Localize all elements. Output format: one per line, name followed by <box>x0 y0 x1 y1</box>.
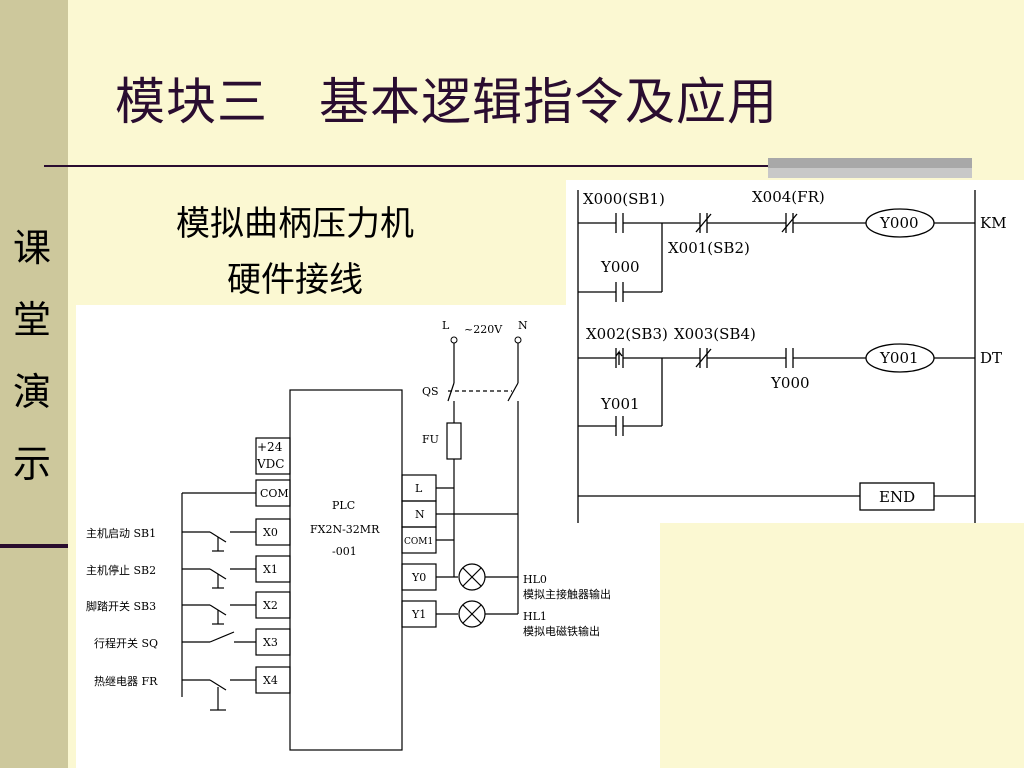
lamp-desc-label: 模拟电磁铁输出 <box>523 624 600 638</box>
output-terminal-label: Y0 <box>411 571 426 584</box>
input-terminal-label: X4 <box>263 674 278 687</box>
input-terminal-label: X3 <box>263 636 278 649</box>
end-label: END <box>879 488 915 506</box>
contact-label: X002(SB3) <box>586 325 668 343</box>
sidebar-char: 演 <box>12 370 51 414</box>
sidebar-char: 课 <box>12 226 51 270</box>
contact-label: X003(SB4) <box>674 325 756 343</box>
input-device-label: 主机停止 SB2 <box>86 563 156 577</box>
caption-line: 模拟曲柄压力机 <box>176 204 414 244</box>
sidebar-label: 课 堂 演 示 <box>12 212 52 500</box>
contact-label: X000(SB1) <box>583 190 665 208</box>
output-device-label: DT <box>980 349 1002 367</box>
input-terminal-label: X0 <box>263 526 278 539</box>
input-device-label: 行程开关 SQ <box>94 636 158 650</box>
hold-contact-label: Y001 <box>600 395 640 413</box>
output-terminal-label: COM1 <box>404 537 433 547</box>
plc-model-label: FX2N-32MR <box>310 523 380 536</box>
supply-n-label: N <box>518 319 528 332</box>
input-device-label: 主机启动 SB1 <box>86 526 156 540</box>
output-terminal-label: Y1 <box>411 608 426 621</box>
hardware-wiring-diagram: L ~220V N QS FU +24 VDC PLC FX2N-32MR -0… <box>76 305 660 768</box>
title-divider <box>44 165 774 167</box>
supply-l-label: L <box>442 319 450 332</box>
coil-label: Y000 <box>879 214 919 232</box>
power-label: VDC <box>256 457 284 471</box>
fu-label: FU <box>422 433 439 446</box>
caption-line: 硬件接线 <box>227 260 363 300</box>
plc-label: PLC <box>332 499 355 512</box>
input-terminal-label: COM <box>260 487 289 500</box>
slide-title: 模块三 基本逻辑指令及应用 <box>115 73 778 131</box>
contact-label: X004(FR) <box>752 188 825 206</box>
input-device-label: 脚踏开关 SB3 <box>86 599 156 613</box>
sidebar-divider <box>0 544 68 548</box>
title-accent-bar <box>768 158 972 168</box>
coil-label: Y001 <box>879 349 919 367</box>
sidebar: 课 堂 演 示 <box>0 0 68 768</box>
output-device-label: KM <box>980 214 1007 232</box>
qs-label: QS <box>422 385 439 398</box>
diagram-caption: 模拟曲柄压力机 硬件接线 <box>110 196 480 308</box>
contact-label: Y000 <box>770 374 810 392</box>
lamp-desc-label: 模拟主接触器输出 <box>523 587 611 601</box>
sidebar-char: 示 <box>12 442 51 486</box>
output-terminal-label: L <box>415 482 423 495</box>
output-terminal-label: N <box>415 508 425 521</box>
plc-model-suffix: -001 <box>332 545 357 558</box>
power-box <box>255 437 291 475</box>
hold-contact-label: Y000 <box>600 258 640 276</box>
title-accent-bar-lower <box>768 168 972 178</box>
lamp-id-label: HL1 <box>523 610 547 623</box>
ladder-diagram: X000(SB1) X001(SB2) X004(FR) Y000 Y000 K… <box>566 180 1024 523</box>
input-terminal-label: X2 <box>263 599 278 612</box>
input-device-label: 热继电器 FR <box>94 675 158 688</box>
power-label: +24 <box>257 440 283 454</box>
contact-label: X001(SB2) <box>668 239 750 257</box>
sidebar-char: 堂 <box>12 298 51 342</box>
lamp-id-label: HL0 <box>523 573 547 586</box>
input-terminal-label: X1 <box>263 563 278 576</box>
supply-voltage-label: ~220V <box>464 323 503 336</box>
